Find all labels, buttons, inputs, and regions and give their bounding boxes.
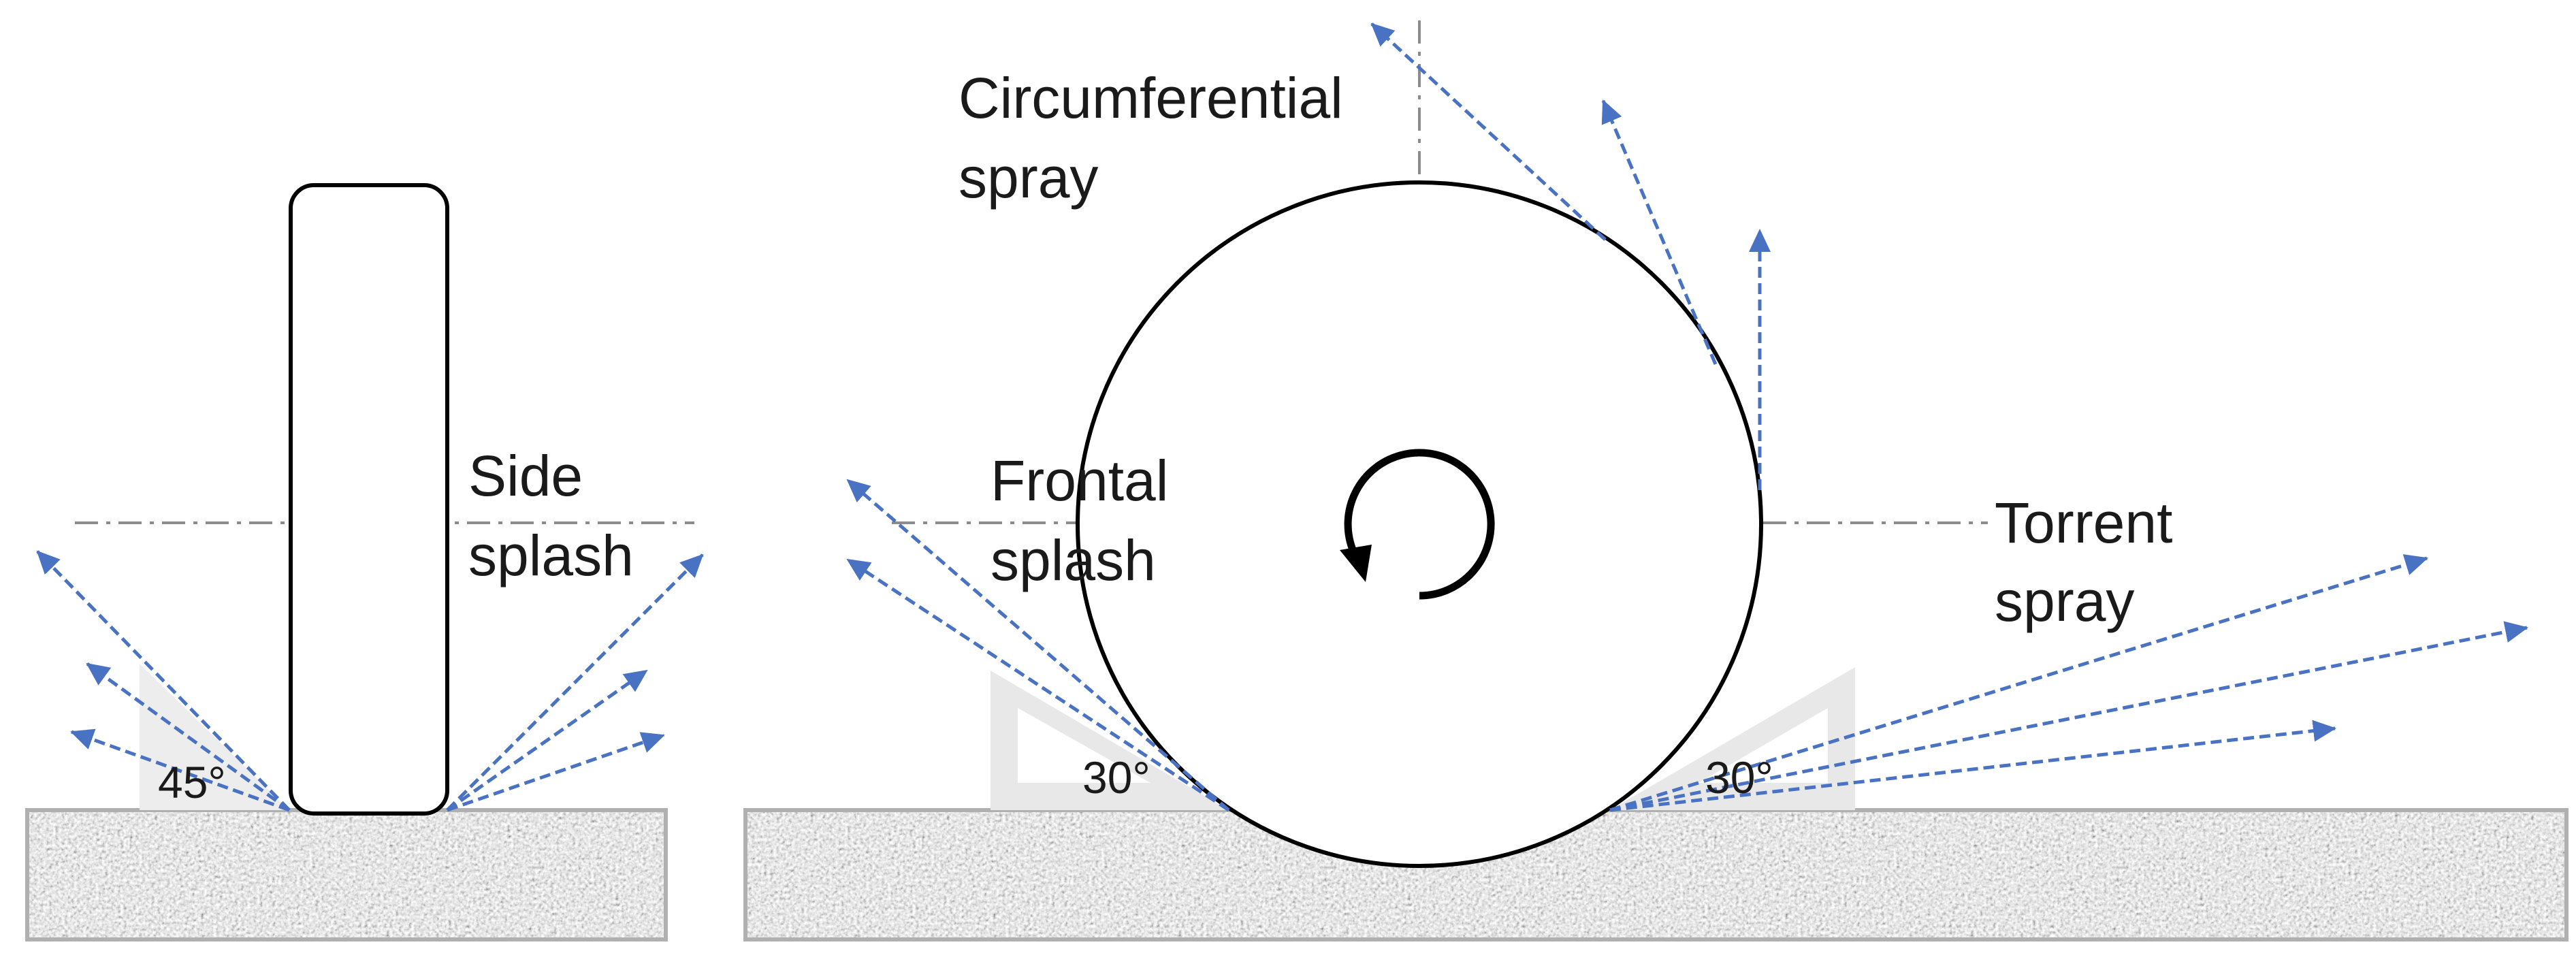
tire-front-view: [1076, 180, 1763, 868]
circumferential-spray-label-line2: spray: [959, 146, 1098, 210]
torrent-spray-label-line2: spray: [1995, 569, 2134, 633]
circumferential-arrow-2: [1601, 99, 1718, 365]
side-arrow-left-1: [36, 550, 291, 811]
side-splash-label-line1: Side: [468, 444, 583, 508]
frontal-splash-arrows: [846, 479, 1230, 812]
side-arrow-left-2: [86, 662, 291, 812]
torrent-spray-label-line1: Torrent: [1995, 491, 2172, 555]
frontal-angle-label: 30°: [1082, 752, 1150, 803]
clockwise-rotation-arrow-icon: [1340, 449, 1495, 600]
torrent-arrow-3: [1609, 720, 2336, 812]
side-angle-label: 45°: [158, 757, 226, 807]
frontal-splash-label-line2: splash: [991, 528, 1156, 592]
side-arrow-right-1: [446, 553, 704, 811]
frontal-arrow-2: [846, 558, 1230, 812]
torrent-arrow-2: [1609, 621, 2528, 812]
road-surface-left: [25, 808, 668, 941]
torrent-spray-arrows: [1609, 554, 2528, 812]
side-arrow-right-2: [446, 669, 648, 812]
circumferential-arrow-1: [1370, 22, 1607, 241]
tire-side-view: [289, 183, 449, 816]
torrent-angle-label: 30°: [1705, 752, 1773, 803]
side-arrow-left-3: [70, 728, 290, 812]
side-arrow-right-3: [447, 732, 665, 812]
road-surface-right: [743, 808, 2569, 941]
frontal-angle-wedge: [991, 671, 1229, 810]
torrent-arrow-1: [1609, 554, 2428, 812]
side-splash-label-line2: splash: [468, 524, 634, 587]
circumferential-spray-label-line1: Circumferential: [959, 66, 1343, 130]
circumferential-spray-arrows: [1370, 22, 1771, 490]
frontal-arrow-1: [846, 479, 1230, 811]
side-splash-arrows: [36, 550, 704, 812]
frontal-splash-label-line1: Frontal: [991, 449, 1168, 513]
